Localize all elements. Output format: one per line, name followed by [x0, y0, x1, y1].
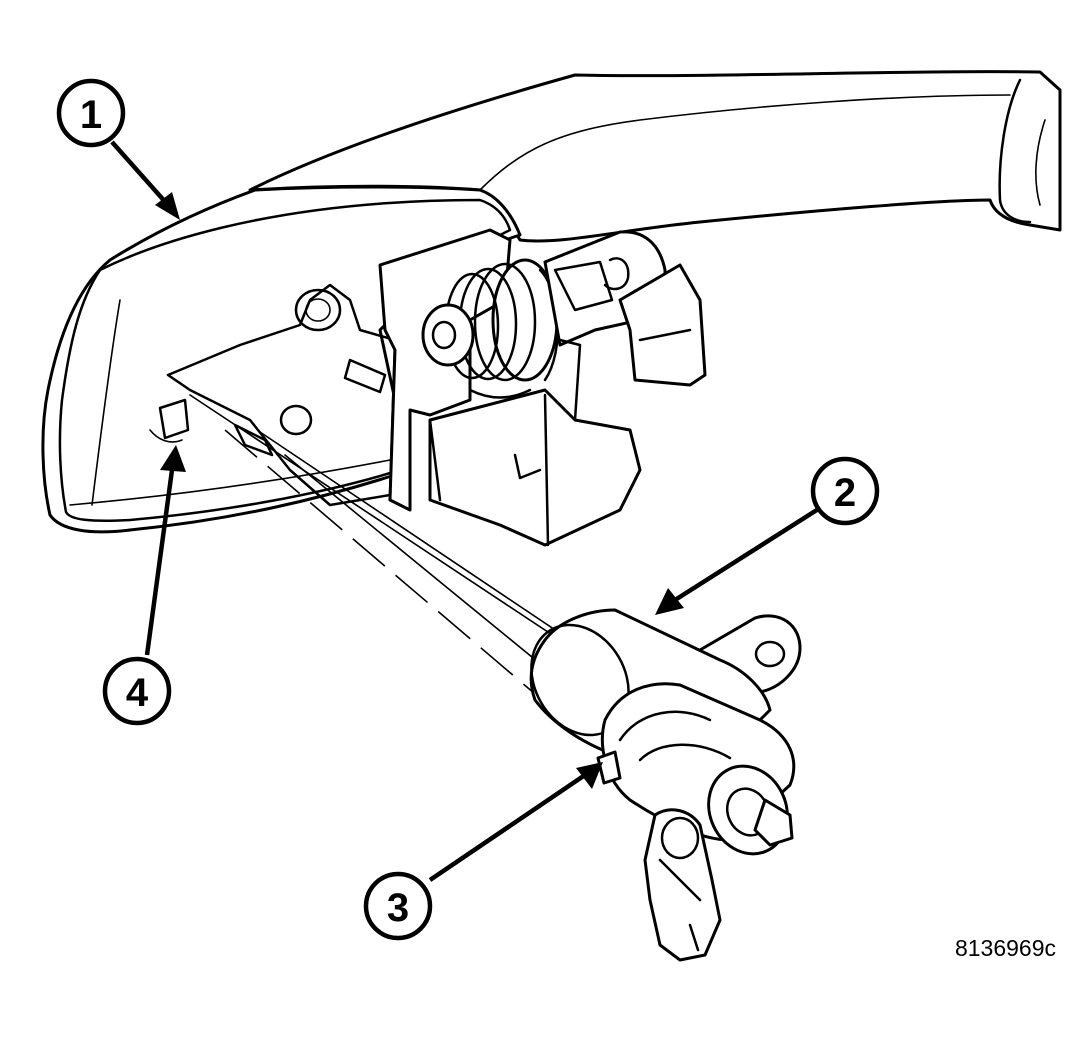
arrowhead-4: [160, 445, 186, 472]
leader-1: [110, 140, 170, 207]
leader-4: [144, 469, 175, 656]
leader-lines: [110, 140, 822, 882]
leader-2: [673, 506, 822, 602]
callout-1-label: 1: [80, 93, 102, 137]
arrowhead-1: [155, 192, 180, 220]
leader-3: [428, 773, 587, 882]
callout-2: 2: [810, 456, 880, 526]
callout-2-label: 2: [834, 471, 856, 515]
callout-1: 1: [56, 78, 126, 148]
arrowhead-2: [655, 588, 684, 615]
figure-id-label: 8136969c: [954, 935, 1056, 961]
callout-4: 4: [102, 656, 172, 726]
arrowhead-3: [576, 762, 603, 789]
callout-3-label: 3: [387, 886, 409, 930]
callout-4-label: 4: [126, 671, 149, 715]
lock-cylinder: [529, 608, 802, 962]
latch-mechanism: [378, 228, 707, 547]
callout-3: 3: [363, 871, 433, 941]
alignment-lines: [189, 394, 601, 706]
